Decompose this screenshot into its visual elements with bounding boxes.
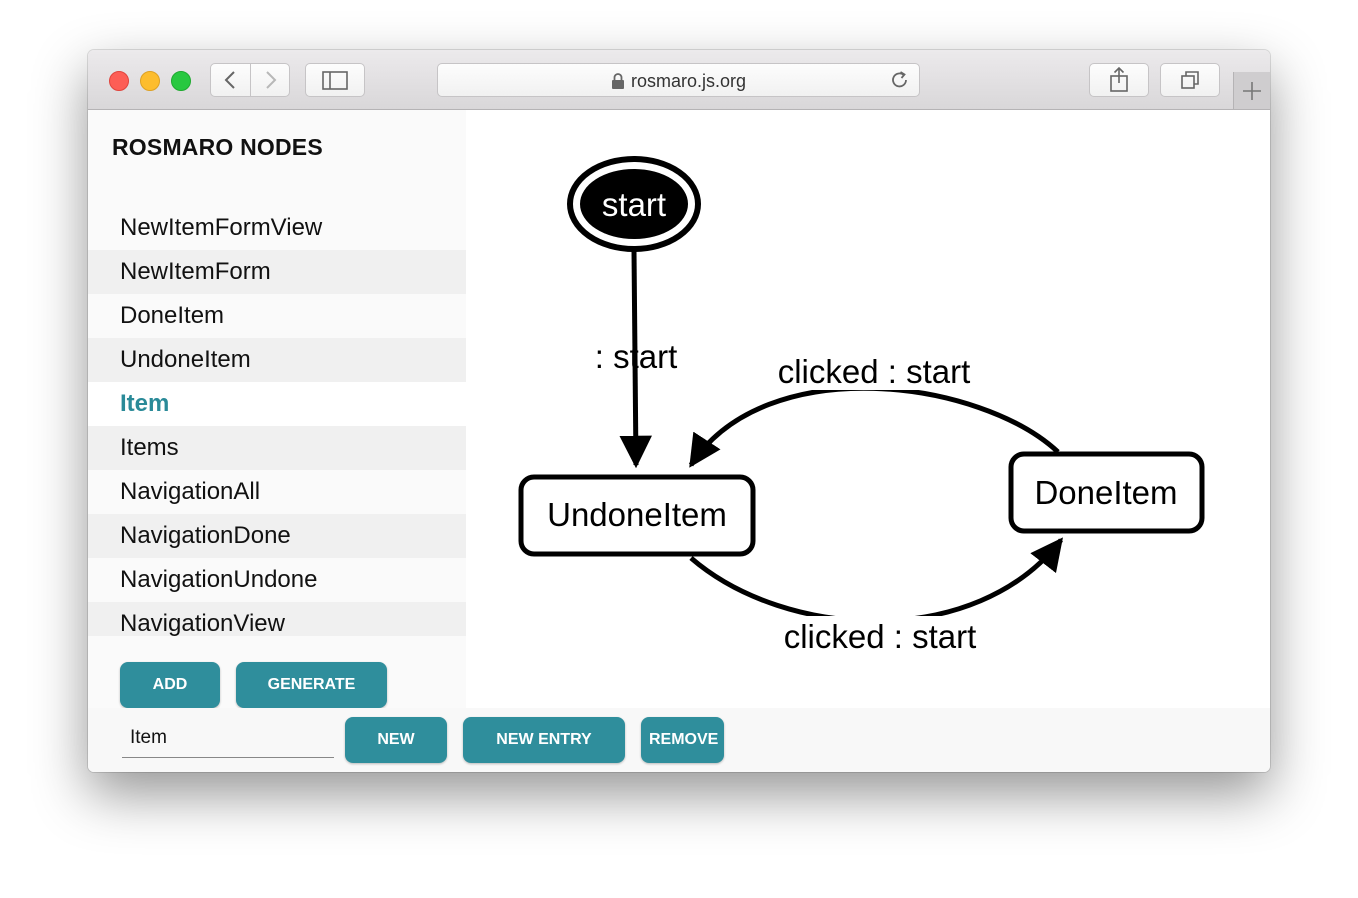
lock-icon <box>611 73 624 89</box>
node-name-input[interactable] <box>122 718 334 758</box>
sidebar-item-undoneitem[interactable]: UndoneItem <box>88 338 466 382</box>
new-entry-point-button[interactable]: NEW ENTRY POINT <box>463 717 625 763</box>
sidebar-item-items[interactable]: Items <box>88 426 466 470</box>
zoom-window-button[interactable] <box>171 71 191 91</box>
sidebar-item-navigationview[interactable]: NavigationView <box>88 602 466 636</box>
address-bar[interactable]: rosmaro.js.org <box>437 63 920 97</box>
history-nav-group <box>210 63 290 97</box>
graph-canvas[interactable]: start : start clicked : start clicked : … <box>466 110 1270 708</box>
back-arrow-icon[interactable] <box>211 64 250 96</box>
start-node[interactable]: start <box>567 156 701 252</box>
plus-icon <box>1243 82 1261 100</box>
show-tabs-button[interactable] <box>1160 63 1220 97</box>
minimize-window-button[interactable] <box>140 71 160 91</box>
address-url: rosmaro.js.org <box>630 71 747 91</box>
edge-start-to-undone: : start <box>595 250 678 469</box>
share-icon <box>1110 66 1128 92</box>
close-window-button[interactable] <box>109 71 129 91</box>
sidebar-toggle-button[interactable] <box>305 63 365 97</box>
reload-icon[interactable] <box>889 69 911 91</box>
state-graph: start : start clicked : start clicked : … <box>518 156 1205 655</box>
edge-done-to-undone: clicked : start <box>688 352 1060 468</box>
sidebar-item-navigationall[interactable]: NavigationAll <box>88 470 466 514</box>
sidebar-item-navigationdone[interactable]: NavigationDone <box>88 514 466 558</box>
done-item-node[interactable]: DoneItem <box>1008 451 1205 534</box>
sidebar-item-item[interactable]: Item <box>88 382 466 426</box>
nav-separator <box>250 64 251 96</box>
address-url-row: rosmaro.js.org <box>438 71 919 92</box>
sidebar-item-doneitem[interactable]: DoneItem <box>88 294 466 338</box>
undone-item-node[interactable]: UndoneItem <box>518 474 756 557</box>
tabs-icon <box>1181 71 1199 89</box>
new-tab-button[interactable] <box>1233 72 1270 109</box>
edge-undone-to-done: clicked : start <box>689 537 1063 655</box>
edge-label-undone-to-done: clicked : start <box>784 618 977 655</box>
node-toolbar: NEW NODE NEW ENTRY POINT REMOVE <box>88 708 1270 772</box>
new-node-button[interactable]: NEW NODE <box>345 717 447 763</box>
add-node-button[interactable]: ADD NODE <box>120 662 220 739</box>
remove-button[interactable]: REMOVE <box>641 717 724 763</box>
browser-window: rosmaro.js.org <box>88 50 1270 772</box>
sidebar-item-newitemform[interactable]: NewItemForm <box>88 250 466 294</box>
browser-titlebar: rosmaro.js.org <box>88 50 1270 110</box>
undone-item-node-label: UndoneItem <box>547 496 727 533</box>
edge-label-start: : start <box>595 338 678 375</box>
sidebar-item-newitemformview[interactable]: NewItemFormView <box>88 206 466 250</box>
sidebar-icon <box>322 71 348 90</box>
sidebar-item-navigationundone[interactable]: NavigationUndone <box>88 558 466 602</box>
sidebar-title: ROSMARO NODES <box>112 134 323 160</box>
share-button[interactable] <box>1089 63 1149 97</box>
generate-code-button[interactable]: GENERATE CODE <box>236 662 387 739</box>
done-item-node-label: DoneItem <box>1034 474 1177 511</box>
forward-arrow-icon[interactable] <box>251 64 290 96</box>
start-node-label: start <box>602 186 666 223</box>
edge-label-done-to-undone: clicked : start <box>778 353 971 390</box>
